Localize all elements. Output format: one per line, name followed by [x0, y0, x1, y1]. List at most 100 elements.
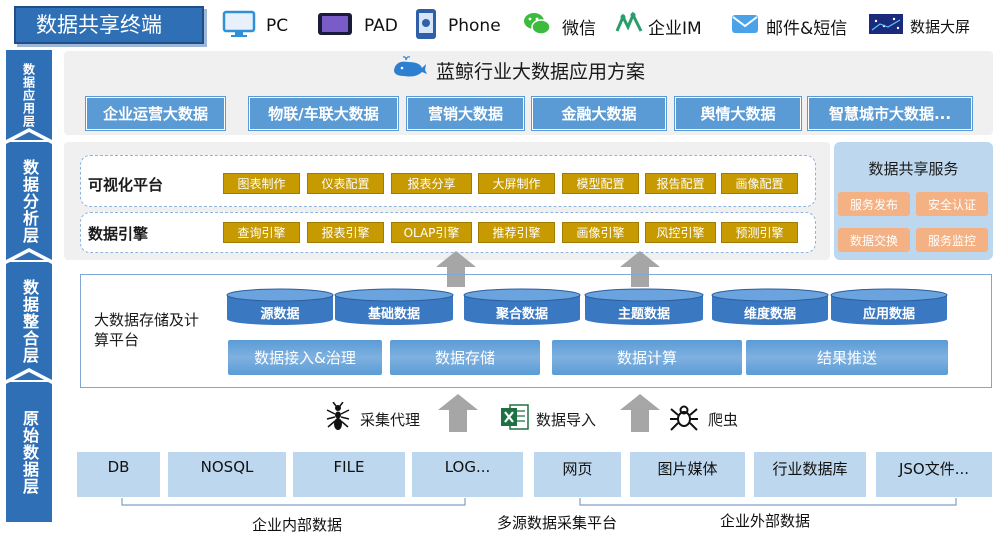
tab-iot[interactable]: 物联/车联大数据 [249, 97, 398, 130]
database-label: 应用数据 [862, 307, 915, 322]
tab-marketing[interactable]: 营销大数据 [407, 97, 524, 130]
tablet-icon [316, 11, 354, 42]
monitor-icon [222, 10, 256, 43]
source-db[interactable]: DB [77, 452, 160, 497]
application-title-row: 蓝鲸行业大数据应用方案 [392, 55, 646, 85]
database-label: 维度数据 [743, 307, 796, 322]
collect-label: 采集代理 [360, 410, 421, 429]
pipe-compute[interactable]: 数据计算 [552, 340, 742, 375]
source-file[interactable]: FILE [293, 452, 405, 497]
layer-raw: 原始数据层 [6, 382, 52, 522]
integration-label: 大数据存储及计算平台 [94, 311, 200, 349]
terminal-im[interactable]: 企业IM [614, 8, 702, 44]
pipe-push[interactable]: 结果推送 [746, 340, 948, 375]
terminal-label: 数据大屏 [910, 17, 971, 36]
viz-item[interactable]: 图表制作 [223, 173, 300, 194]
engine-item[interactable]: 预测引擎 [721, 222, 798, 243]
terminal-title: 数据共享终端 [14, 6, 204, 44]
integration-platform [80, 274, 992, 388]
service-item[interactable]: 服务监控 [916, 228, 988, 252]
source-industry-db[interactable]: 行业数据库 [754, 452, 866, 497]
layer-application: 数据应用层 [6, 50, 52, 140]
source-web[interactable]: 网页 [534, 452, 621, 497]
database-cylinder[interactable] [333, 287, 455, 327]
viz-item[interactable]: 模型配置 [562, 173, 639, 194]
pipe-ingest[interactable]: 数据接入&治理 [228, 340, 382, 375]
terminal-mail[interactable]: 邮件&短信 [730, 8, 847, 44]
collect-label: 爬虫 [708, 410, 739, 429]
layer-integration: 数据整合层 [6, 262, 52, 380]
terminal-label: 企业IM [648, 18, 702, 39]
terminal-label: PAD [364, 16, 398, 36]
excel-icon [500, 403, 530, 435]
terminal-phone[interactable]: Phone [414, 8, 501, 44]
database-cylinder[interactable] [710, 287, 830, 327]
collect-import: 数据导入 [500, 402, 596, 436]
database-label: 聚合数据 [495, 307, 548, 322]
collect-crawler: 爬虫 [668, 402, 738, 436]
viz-item[interactable]: 报告配置 [645, 173, 716, 194]
external-data-label: 企业外部数据 [720, 512, 811, 530]
pipe-storage[interactable]: 数据存储 [390, 340, 540, 375]
terminal-pc[interactable]: PC [222, 8, 288, 44]
collection-platform-label: 多源数据采集平台 [497, 514, 618, 532]
database-cylinder[interactable] [829, 287, 949, 327]
layer-analysis: 数据分析层 [6, 142, 52, 260]
service-item[interactable]: 安全认证 [916, 192, 988, 216]
viz-item[interactable]: 仪表配置 [307, 173, 384, 194]
terminal-label: 微信 [562, 18, 596, 39]
source-log[interactable]: LOG... [412, 452, 523, 497]
engine-label: 数据引擎 [88, 225, 149, 243]
viz-item[interactable]: 画像配置 [721, 173, 798, 194]
im-icon [614, 10, 644, 42]
engine-item[interactable]: 风控引擎 [645, 222, 716, 243]
tab-enterprise-ops[interactable]: 企业运营大数据 [86, 97, 225, 130]
database-label: 主题数据 [617, 307, 670, 322]
grouping-brackets [121, 498, 957, 506]
terminal-label: PC [266, 16, 289, 36]
spider-icon [668, 402, 700, 436]
database-label: 基础数据 [367, 307, 420, 322]
service-item[interactable]: 数据交换 [838, 228, 910, 252]
terminal-label: 邮件&短信 [766, 18, 848, 39]
source-json-file[interactable]: JSO文件... [876, 452, 992, 497]
terminal-wechat[interactable]: 微信 [522, 8, 596, 44]
database-cylinder[interactable] [225, 287, 335, 327]
terminal-pad[interactable]: PAD [316, 8, 398, 44]
collect-agent: 采集代理 [324, 401, 421, 436]
big-screen-icon [868, 12, 904, 40]
mail-icon [730, 12, 760, 41]
engine-item[interactable]: 画像引擎 [562, 222, 639, 243]
application-title: 蓝鲸行业大数据应用方案 [436, 60, 646, 83]
whale-icon [392, 55, 428, 85]
engine-item[interactable]: 报表引擎 [307, 222, 384, 243]
tab-smart-city[interactable]: 智慧城市大数据... [808, 97, 972, 130]
engine-item[interactable]: 查询引擎 [223, 222, 300, 243]
visualization-label: 可视化平台 [88, 176, 164, 194]
wechat-icon [522, 10, 552, 43]
up-arrow-icon [620, 394, 660, 432]
tab-finance[interactable]: 金融大数据 [532, 97, 666, 130]
database-cylinder[interactable] [583, 287, 705, 327]
layer-chevrons [6, 128, 52, 384]
viz-item[interactable]: 报表分享 [391, 173, 472, 194]
terminal-label: Phone [448, 16, 501, 36]
tab-public-opinion[interactable]: 舆情大数据 [675, 97, 801, 130]
up-arrow-icon [436, 251, 476, 287]
terminal-big-screen[interactable]: 数据大屏 [868, 8, 970, 44]
service-item[interactable]: 服务发布 [838, 192, 910, 216]
viz-item[interactable]: 大屏制作 [478, 173, 555, 194]
database-cylinder[interactable] [462, 287, 582, 327]
collect-label: 数据导入 [536, 410, 597, 429]
source-nosql[interactable]: NOSQL [168, 452, 286, 497]
engine-item[interactable]: 推荐引擎 [478, 222, 555, 243]
engine-item[interactable]: OLAP引擎 [391, 222, 472, 243]
ant-icon [324, 401, 352, 436]
database-label: 源数据 [260, 307, 300, 322]
phone-icon [414, 8, 438, 45]
internal-data-label: 企业内部数据 [252, 516, 343, 534]
source-image-media[interactable]: 图片媒体 [630, 452, 745, 497]
up-arrow-icon [620, 251, 660, 287]
sharing-services-title: 数据共享服务 [868, 160, 959, 178]
up-arrow-icon [438, 394, 478, 432]
